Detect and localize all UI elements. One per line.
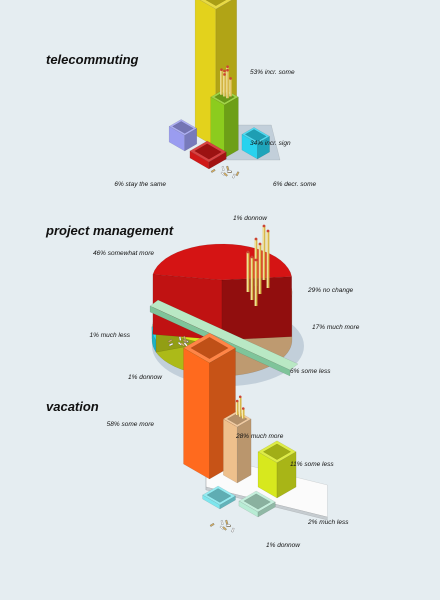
label-incr-sign: 34% incr. sign	[250, 140, 291, 147]
clutter-item	[225, 524, 231, 527]
bar-donnow-face-right	[219, 495, 236, 510]
clutter-item	[231, 527, 235, 533]
clutter-donnow	[210, 165, 240, 179]
pencil-eraser	[266, 229, 270, 233]
clutter-item	[225, 519, 229, 525]
clutter-item	[232, 173, 236, 179]
pencil-eraser	[254, 258, 258, 262]
chart-vacation: vacation 58% some more 28% much more 11% so…	[46, 332, 349, 549]
bar-much-less	[238, 490, 276, 518]
bar-much-more-face-right	[236, 418, 252, 484]
slice-some-less-side	[151, 326, 157, 353]
bar-some-more	[183, 332, 236, 480]
bar-decr-some-hollow	[244, 129, 267, 142]
bar-donnow-hollow	[194, 143, 222, 160]
label-some-more: 58% some more	[107, 421, 155, 428]
clutter-item	[167, 338, 173, 343]
pencil-eraser	[223, 69, 226, 73]
clutter-item	[182, 339, 188, 343]
clutter-item	[177, 341, 183, 346]
label-much-less: 1% much less	[90, 332, 131, 339]
pencil-eraser	[262, 224, 266, 228]
clutter-item	[226, 165, 230, 171]
clutter-item	[223, 172, 228, 177]
bar-donnow	[202, 485, 236, 510]
bar-some-more-hollow	[190, 336, 229, 360]
pencil-eraser	[250, 255, 254, 259]
bar-stay-the-same	[168, 119, 198, 152]
clutter-item	[220, 171, 226, 176]
chart-telecommuting: telecommuting 53% incr. some 34% incr. sig…	[46, 0, 316, 222]
clutter-item	[219, 525, 225, 530]
label-decr-some: 6% decr. some	[273, 181, 316, 188]
pencil-eraser	[226, 65, 229, 69]
bar-some-less	[257, 440, 297, 499]
bar-decr-some-face-right	[257, 136, 270, 160]
pencils-telecommuting	[220, 65, 232, 99]
bar-much-more	[222, 410, 252, 484]
slice-somewhat-more	[152, 243, 292, 281]
clutter-item	[183, 342, 188, 347]
pencil-eraser	[241, 407, 245, 410]
clutter-donnow	[209, 519, 235, 533]
clutter-item	[222, 526, 227, 531]
label-donnow: 1% donnow	[233, 215, 268, 222]
label-donnow: 1% donnow	[128, 374, 163, 381]
clutter-item	[235, 171, 240, 177]
pencil-eraser	[220, 68, 223, 72]
clutter-item	[226, 170, 232, 173]
bar-much-more-face-left	[223, 418, 238, 484]
clutter-item	[220, 520, 224, 525]
label-much-more: 28% much more	[235, 433, 284, 440]
label-somewhat-more: 46% somewhat more	[93, 250, 154, 257]
clutter-item	[178, 336, 182, 341]
label-incr-some: 53% incr. some	[250, 69, 295, 76]
clutter-item	[209, 522, 215, 527]
label-no-change: 29% no change	[307, 287, 354, 294]
label-some-less: 11% some less	[290, 461, 334, 468]
clutter-item	[180, 342, 185, 347]
bar-some-more-face-left	[183, 347, 210, 480]
bar-much-less-face-right	[257, 501, 276, 518]
pencil-eraser	[226, 68, 229, 72]
bar-donnow	[189, 140, 227, 170]
bar-incr-some-hollow	[205, 0, 227, 7]
chart-title: telecommuting	[46, 52, 139, 67]
pencil-eraser	[235, 399, 239, 403]
bar-some-less-face-right	[276, 451, 297, 499]
chart-title: project management	[45, 223, 174, 238]
divider-bar	[149, 299, 299, 371]
chart-title: vacation	[46, 399, 99, 414]
label-much-more: 17% much more	[312, 324, 360, 331]
bar-incr-sign-face-right	[224, 96, 239, 159]
pencil-eraser	[254, 237, 258, 241]
pencils-project-management	[246, 224, 270, 306]
bar-some-less-hollow	[262, 443, 292, 460]
label-stay-the-same: 6% stay the same	[114, 181, 166, 188]
bar-incr-sign	[210, 88, 239, 159]
bar-donnow-hollow	[206, 488, 232, 503]
label-much-less: 2% much less	[307, 519, 349, 526]
bar-stay-the-same-face-right	[184, 128, 198, 152]
clutter-item	[210, 168, 216, 173]
pencil-eraser	[229, 77, 232, 80]
clutter-item	[221, 166, 225, 171]
bar-decr-some	[241, 127, 271, 160]
pencil-eraser	[246, 250, 250, 254]
bar-much-less-hollow	[243, 493, 271, 510]
label-donnow: 1% donnow	[266, 542, 301, 549]
clutter-item	[168, 342, 174, 347]
label-some-less: 6% some less	[290, 368, 331, 375]
pencil-eraser	[238, 395, 242, 399]
bar-donnow-face-right	[208, 151, 227, 170]
bar-stay-the-same-hollow	[172, 121, 194, 134]
pencil-eraser	[258, 242, 262, 246]
pencil-eraser	[223, 73, 226, 76]
pencils-vacation	[235, 395, 245, 419]
